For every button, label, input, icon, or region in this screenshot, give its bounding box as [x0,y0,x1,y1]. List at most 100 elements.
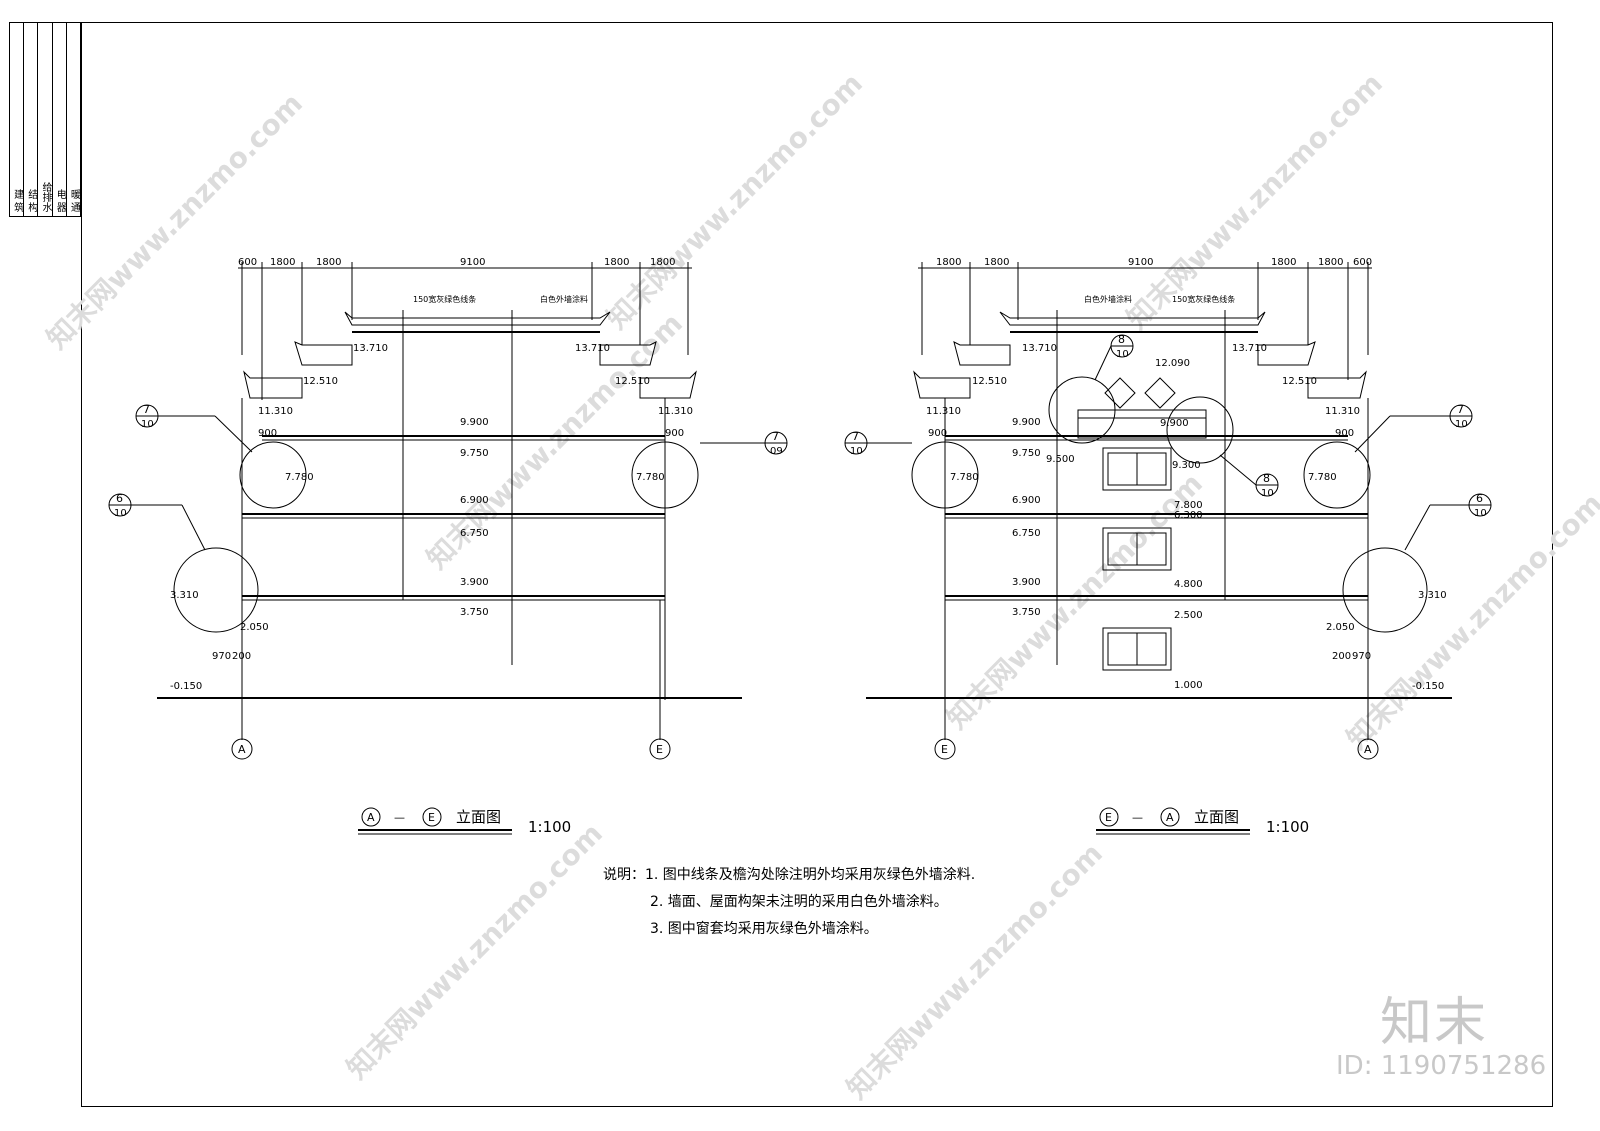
level-label: -0.150 [170,681,202,692]
title-block-cell: 电 器 [53,23,67,216]
title-block-cell: 暖 通 [68,188,80,212]
level-label: 12.090 [1155,358,1190,369]
dim-label: 1800 [650,257,675,268]
callout-number: 8 [1118,333,1125,346]
right-elevation [844,262,1492,760]
callout-sheet: 10 [114,508,127,519]
dim-label: 1800 [936,257,961,268]
scale-label: 1:100 [528,818,571,836]
level-label: 9.900 [460,417,489,428]
dim-label: 9100 [1128,257,1153,268]
level-label: -0.150 [1412,681,1444,692]
note-label: 150宽灰绿色线条 [413,294,476,304]
level-label: 3.310 [170,590,199,601]
dim-label: 900 [665,428,684,439]
axis-label: A [1364,743,1372,756]
dim-label: 1800 [1271,257,1296,268]
level-label: 11.310 [658,406,693,417]
level-label: 7.780 [1308,472,1337,483]
level-label: 3.900 [1012,577,1041,588]
level-label: 11.310 [1325,406,1360,417]
dim-label: 200 [1332,651,1351,662]
level-label: 12.510 [615,376,650,387]
note-item: 1. 图中线条及檐沟处除注明外均采用灰绿色外墙涂料. [645,867,976,883]
callout-number: 7 [852,430,859,443]
level-label: 12.510 [303,376,338,387]
dim-label: 1800 [604,257,629,268]
dim-label: 1800 [316,257,341,268]
dim-label: 200 [232,651,251,662]
level-label: 9.300 [1172,460,1201,471]
callout-number: 7 [772,430,779,443]
dim-label: 9100 [460,257,485,268]
dim-label: 1800 [984,257,1009,268]
id-label: ID: 1190751286 [1336,1051,1547,1081]
dim-label: 900 [1335,428,1354,439]
callout-sheet: 09 [770,446,783,457]
brand-logo: 知末 [1380,993,1489,1053]
level-label: 9.900 [1160,418,1189,429]
dim-label: 970 [1352,651,1371,662]
level-label: 6.750 [1012,528,1041,539]
level-label: 11.310 [926,406,961,417]
level-label: 7.780 [285,472,314,483]
axis-label: E [941,743,948,756]
notes-block: 说明：1. 图中线条及檐沟处除注明外均采用灰绿色外墙涂料. 2. 墙面、屋面构架… [603,862,975,943]
title-axis: A [1166,811,1174,824]
dim-label: 600 [238,257,257,268]
title-axis: E [428,811,435,824]
level-label: 3.900 [460,577,489,588]
level-label: 6.900 [1012,495,1041,506]
level-label: 6.750 [460,528,489,539]
dim-label: 970 [212,651,231,662]
level-label: 9.750 [460,448,489,459]
level-label: 2.050 [240,622,269,633]
title-block-cell: 结 构 [24,23,39,216]
level-label: 13.710 [353,343,388,354]
callout-sheet: 10 [850,446,863,457]
level-label: 7.780 [636,472,665,483]
level-label: 2.500 [1174,610,1203,621]
level-label: 9.750 [1012,448,1041,459]
callout-sheet: 10 [1474,508,1487,519]
level-label: 2.050 [1326,622,1355,633]
title-dash: — [394,811,405,824]
dim-label: 1800 [1318,257,1343,268]
callout-number: 7 [143,403,150,416]
title-dash: — [1132,811,1143,824]
note-label: 150宽灰绿色线条 [1172,294,1235,304]
dim-label: 600 [1353,257,1372,268]
level-label: 1.000 [1174,680,1203,691]
level-label: 11.310 [258,406,293,417]
level-label: 13.710 [1232,343,1267,354]
level-label: 12.510 [972,376,1007,387]
level-label: 3.750 [460,607,489,618]
callout-sheet: 10 [141,419,154,430]
title-block-cell: 给排水 [38,23,53,216]
title-block: 建 筑 结 构 给排水 电 器 暖 通 [9,22,81,217]
callout-number: 8 [1263,472,1270,485]
axis-label: A [238,743,246,756]
dim-label: 900 [258,428,277,439]
level-label: 3.310 [1418,590,1447,601]
level-label: 4.800 [1174,579,1203,590]
dim-label: 1800 [270,257,295,268]
title-axis: E [1105,811,1112,824]
notes-label: 说明： [603,867,645,883]
dim-label: 900 [928,428,947,439]
scale-label: 1:100 [1266,818,1309,836]
note-label: 白色外墙涂料 [540,294,588,304]
level-label: 6.300 [1174,510,1203,521]
level-label: 6.900 [460,495,489,506]
level-label: 12.510 [1282,376,1317,387]
callout-number: 6 [116,492,123,505]
callout-sheet: 10 [1116,349,1129,360]
callout-sheet: 10 [1261,488,1274,499]
callout-number: 6 [1476,492,1483,505]
title-axis: A [367,811,375,824]
level-label: 9.500 [1046,454,1075,465]
title-block-cell: 建 筑 [10,23,25,216]
axis-label: E [656,743,663,756]
left-elevation [108,262,788,760]
